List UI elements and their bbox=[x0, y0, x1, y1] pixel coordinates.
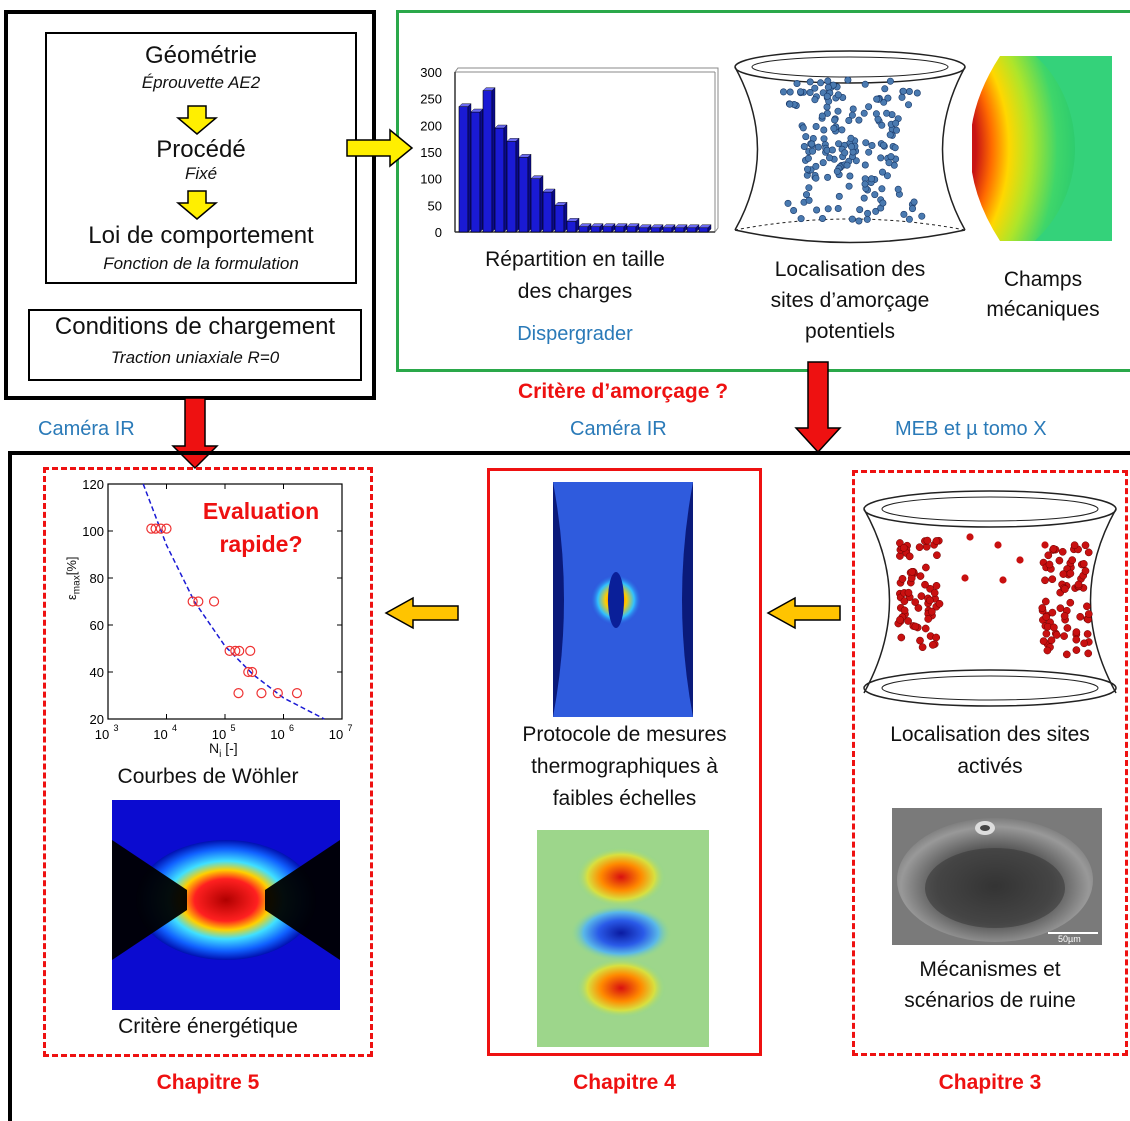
histogram-caption-line2: des charges bbox=[517, 280, 633, 303]
geometry-title: Géométrie bbox=[144, 42, 258, 69]
wohler-y-suffix: [%] bbox=[64, 556, 79, 576]
thermography-caption-line3: faibles échelles bbox=[552, 787, 697, 810]
rapid-evaluation-line2: rapide? bbox=[219, 531, 303, 557]
ir-camera-label-left: Caméra IR bbox=[38, 418, 135, 440]
chapter4-panel bbox=[487, 468, 762, 1056]
thermography-caption-line1: Protocole de mesures bbox=[522, 723, 727, 746]
chapter5-panel bbox=[43, 467, 373, 1057]
histogram-caption-line1: Répartition en taille bbox=[485, 248, 665, 271]
wohler-y-axis-label: εmax[%] bbox=[64, 557, 83, 601]
wohler-x-suffix: [-] bbox=[225, 740, 238, 756]
process-title: Procédé bbox=[156, 136, 246, 163]
dispergrader-label: Dispergrader bbox=[517, 323, 633, 345]
mechanical-fields-caption-line1: Champs bbox=[1003, 268, 1083, 291]
potential-sites-caption-line3: potentiels bbox=[805, 320, 895, 343]
failure-mechanisms-caption-line1: Mécanismes et bbox=[919, 958, 1061, 981]
failure-mechanisms-caption-line2: scénarios de ruine bbox=[904, 989, 1076, 1012]
experimental-frame bbox=[8, 451, 1130, 1121]
behavior-law-subtitle: Fonction de la formulation bbox=[103, 254, 299, 273]
potential-sites-caption-line2: sites d’amorçage bbox=[770, 289, 930, 312]
energy-criterion-caption: Critère énergétique bbox=[118, 1015, 298, 1038]
wohler-x-symbol: N bbox=[209, 740, 220, 756]
arrow-down-to-chapter3 bbox=[794, 361, 842, 454]
chapter3-panel bbox=[852, 470, 1128, 1056]
ir-camera-label-middle: Caméra IR bbox=[570, 418, 667, 440]
rapid-evaluation-line1: Evaluation bbox=[202, 498, 320, 524]
chapter4-title: Chapitre 4 bbox=[573, 1071, 676, 1094]
activated-sites-caption-line1: Localisation des sites bbox=[890, 723, 1090, 746]
mechanical-fields-caption-line2: mécaniques bbox=[986, 298, 1100, 321]
meb-tomography-label: MEB et µ tomo X bbox=[895, 418, 1047, 440]
sem-scale-bar-label: 50µm bbox=[1058, 934, 1081, 944]
geometry-subtitle: Éprouvette AE2 bbox=[141, 73, 261, 92]
wohler-x-sub: i bbox=[219, 748, 222, 760]
wohler-x-axis-label: Ni [-] bbox=[209, 740, 238, 760]
loading-conditions-title: Conditions de chargement bbox=[54, 313, 336, 340]
initiation-frame bbox=[396, 10, 1130, 372]
wohler-y-sub: max bbox=[71, 575, 83, 595]
initiation-criterion-question: Critère d’amorçage ? bbox=[518, 380, 729, 403]
activated-sites-caption-line2: activés bbox=[957, 755, 1023, 778]
loading-conditions-subtitle: Traction uniaxiale R=0 bbox=[110, 348, 280, 367]
chapter3-title: Chapitre 3 bbox=[938, 1071, 1042, 1094]
wohler-y-symbol: ε bbox=[64, 594, 79, 600]
behavior-law-title: Loi de comportement bbox=[88, 222, 314, 249]
thermography-caption-line2: thermographiques à bbox=[531, 755, 718, 778]
wohler-caption: Courbes de Wöhler bbox=[117, 765, 299, 788]
loading-conditions-box bbox=[28, 309, 362, 381]
chapter5-title: Chapitre 5 bbox=[156, 1071, 260, 1094]
potential-sites-caption-line1: Localisation des bbox=[774, 258, 926, 281]
process-subtitle: Fixé bbox=[184, 164, 218, 183]
